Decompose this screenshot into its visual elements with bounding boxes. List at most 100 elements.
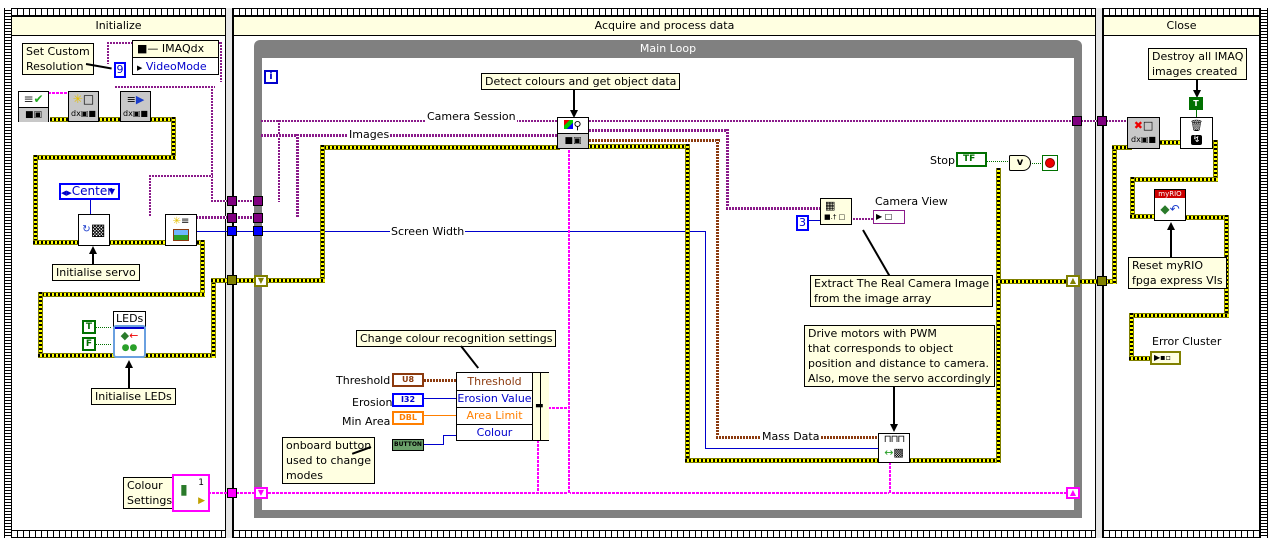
colour-settings-control[interactable]: ▮ 1 ▶ — [172, 474, 210, 512]
myrio-banner: myRIO — [1155, 190, 1185, 198]
camera-icon: dx▣■ — [71, 109, 96, 118]
error-wire — [1112, 145, 1132, 150]
error-wire — [33, 155, 38, 245]
comment-extract-image: Extract The Real Camera Image from the i… — [810, 275, 994, 307]
tunnel — [227, 488, 237, 498]
servo-position-enum[interactable]: ◀▶Center ▼ — [59, 183, 120, 200]
or-function[interactable]: v — [1009, 155, 1031, 171]
imaq-create-image-node[interactable]: ✳≡ — [165, 214, 197, 246]
erosion-control[interactable]: I32 — [392, 393, 424, 407]
min-area-wire — [424, 415, 456, 416]
imaq-wire — [115, 86, 215, 88]
imaqdx-open-camera-node[interactable]: ✳□ dx▣■ — [68, 91, 99, 122]
index-array-node[interactable]: ▦ ■.† □ — [820, 198, 852, 225]
colour-settings-wire — [548, 407, 568, 409]
imaq-wire — [107, 42, 109, 64]
error-wire — [1129, 356, 1151, 361]
sequence-top-perforation — [8, 8, 1266, 16]
videomode-constant[interactable]: 9 — [114, 62, 126, 78]
drive-motors-subvi[interactable]: ⊓⊓⊓ ↔▩ — [878, 433, 910, 463]
comment-arrowhead — [890, 424, 898, 432]
main-loop-title: Main Loop — [639, 42, 697, 55]
reset-icon: ◆↶ — [1160, 202, 1180, 216]
mass-data-wire — [586, 139, 720, 142]
imaqdx-close-camera-node[interactable]: ✖□ dx▣■ — [1127, 117, 1160, 149]
shift-register-right-colour[interactable]: ▲ — [1066, 487, 1080, 499]
initialise-servo-node[interactable]: ↻▩ — [78, 214, 110, 246]
error-wire — [1213, 140, 1218, 180]
error-wire — [171, 117, 176, 157]
shift-register-left-error[interactable]: ▼ — [254, 275, 268, 287]
threshold-label: Threshold — [335, 374, 392, 387]
detect-colours-subvi[interactable]: ⚲ ■▣ — [557, 117, 589, 149]
onboard-button-control[interactable]: BUTTON — [392, 439, 424, 451]
boolean-wire — [96, 344, 112, 345]
picture-icon — [173, 229, 189, 241]
tunnel — [1097, 276, 1107, 286]
threshold-control[interactable]: U8 — [392, 373, 424, 387]
boolean-wire — [1030, 163, 1042, 164]
error-wire — [1129, 313, 1229, 318]
mass-data-wire — [716, 139, 719, 439]
error-wire — [1130, 177, 1218, 182]
sequence-bottom-perforation — [8, 530, 1266, 538]
stop-button-control[interactable]: TF — [956, 152, 987, 167]
bundle-field: Area Limit — [457, 407, 532, 425]
property-node-reference-icon: ■— — [137, 42, 159, 55]
error-wire — [685, 144, 690, 462]
bundle-by-name-node[interactable]: Threshold Erosion Value Area Limit Colou… — [456, 372, 549, 441]
index-constant[interactable]: 3 — [796, 215, 809, 231]
error-wire — [685, 458, 1000, 463]
camera-icon: dx▣■ — [123, 109, 148, 118]
tunnel — [227, 226, 237, 236]
camera-session-wire — [1100, 120, 1132, 122]
boolean-wire — [1196, 110, 1197, 118]
camera-session-wire — [586, 120, 1106, 122]
colour-settings-label: Colour Settings — [123, 477, 177, 509]
close-session-icon: ✖□ — [1133, 119, 1154, 132]
sequence-right-edge — [1260, 8, 1268, 538]
error-cluster-indicator: ▶▪▫ — [1150, 351, 1181, 365]
error-icon: ↯ — [1190, 135, 1203, 145]
imaqdx-configure-grab-node[interactable]: ≡▶ dx▣■ — [120, 91, 151, 122]
comment-arrow — [893, 387, 895, 427]
cluster-icon: ▶ — [198, 496, 205, 506]
camera-icon: dx▣■ — [1131, 135, 1156, 144]
shift-register-left-colour[interactable]: ▼ — [254, 487, 268, 499]
led-false-constant[interactable]: F — [82, 337, 96, 351]
pwm-icon: ⊓⊓⊓ — [883, 434, 905, 445]
frame-title-initialize: Initialize — [12, 17, 225, 36]
list-check-icon: ≡✔ — [19, 92, 48, 108]
destroy-all-true-constant[interactable]: T — [1189, 97, 1203, 110]
min-area-control[interactable]: DBL — [392, 411, 424, 425]
imaqdx-enumerate-cameras-node[interactable]: ≡✔ ■▣ — [18, 91, 49, 122]
camera-view-indicator: ▶ □ — [873, 210, 905, 224]
comment-detect-colours: Detect colours and get object data — [481, 73, 681, 90]
error-wire — [1130, 214, 1160, 219]
button-wire — [443, 435, 456, 436]
imaqdx-property-node[interactable]: ■— IMAQdx ▶ VideoMode — [132, 40, 219, 75]
shift-register-right-error[interactable]: ▲ — [1066, 275, 1080, 287]
comment-initialise-servo: Initialise servo — [52, 264, 140, 281]
camera-session-wire — [278, 120, 280, 202]
comment-onboard-button: onboard button used to change modes — [282, 437, 376, 484]
boolean-wire — [96, 327, 112, 328]
camera-icon: ■▣ — [558, 134, 588, 148]
error-wire — [1160, 140, 1180, 145]
led-true-constant[interactable]: T — [82, 320, 96, 334]
comment-arrow — [1170, 224, 1172, 258]
reset-myrio-node[interactable]: myRIO ◆↶ — [1154, 189, 1186, 221]
imaq-wire — [220, 42, 222, 82]
comment-destroy-images: Destroy all IMAQ images created — [1148, 48, 1248, 80]
servo-icon: ↻▩ — [82, 220, 106, 239]
images-wire — [261, 134, 561, 137]
loop-condition-stop-icon[interactable] — [1042, 155, 1058, 171]
error-wire — [1185, 215, 1228, 220]
imaq-dispose-node[interactable]: 🗑 ↯ — [1180, 117, 1213, 149]
leds-express-vi[interactable]: ◆← ●● — [113, 325, 146, 358]
imaq-wire — [149, 175, 213, 177]
frame-separator — [225, 8, 233, 538]
images-label: Images — [348, 128, 391, 141]
error-wire — [33, 240, 203, 245]
button-wire — [443, 435, 444, 445]
